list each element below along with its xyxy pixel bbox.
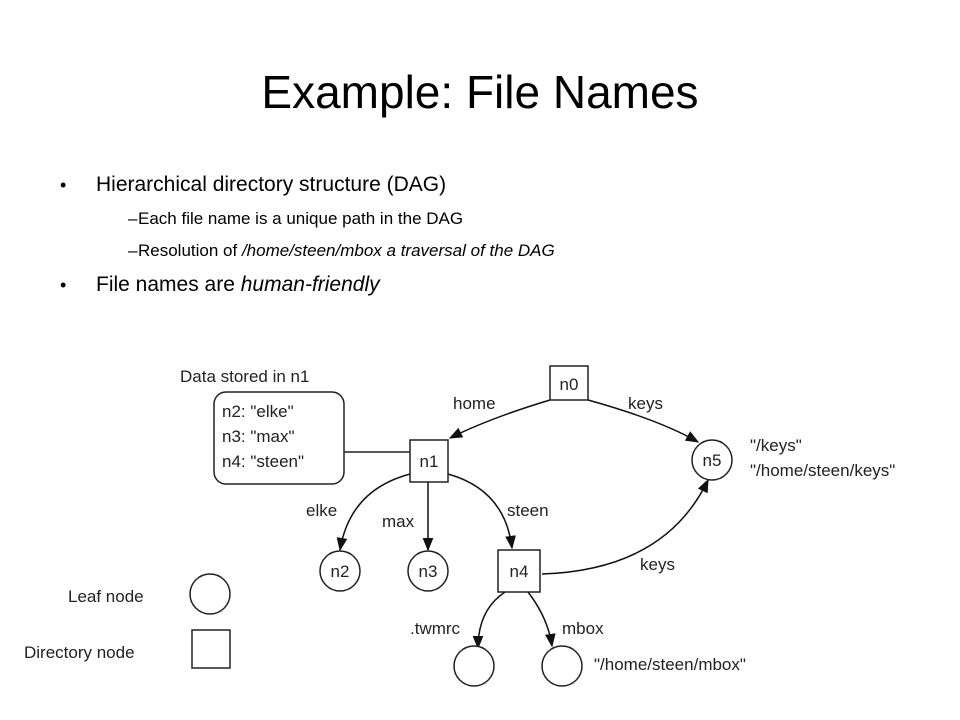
sub-bullet-text: Each file name is a unique path in the D… xyxy=(138,209,464,228)
node-n5 xyxy=(691,439,733,481)
legend-leaf-icon xyxy=(189,573,231,615)
node-n4 xyxy=(497,549,541,593)
node-n1-label: n1 xyxy=(420,452,439,471)
edge-label-mbox: mbox xyxy=(562,619,604,638)
data-box-line-n3: n3: "max" xyxy=(222,427,295,446)
node-n0-label: n0 xyxy=(560,375,579,394)
bullet-dot: • xyxy=(60,175,67,195)
bullet-text-plain: File names are xyxy=(96,273,241,296)
legend-directory-label: Directory node xyxy=(24,643,135,662)
bullet-text: File names are human-friendly xyxy=(96,270,380,300)
sub-bullet-text-plain: Resolution of xyxy=(138,241,242,260)
node-n5-label: n5 xyxy=(703,451,722,470)
node-n3-label: n3 xyxy=(419,562,438,581)
edge-label-steen: steen xyxy=(507,501,549,520)
edge-label-twmrc: .twmrc xyxy=(410,619,461,638)
node-n2 xyxy=(319,550,361,592)
data-box-title: Data stored in n1 xyxy=(180,367,309,386)
legend-leaf-label: Leaf node xyxy=(68,587,144,606)
node-n0 xyxy=(549,365,589,401)
edge-keys-bottom xyxy=(541,478,709,575)
edge-label-keys-bottom: keys xyxy=(640,555,675,574)
node-n1 xyxy=(409,439,449,483)
node-n2-label: n2 xyxy=(331,562,350,581)
data-box xyxy=(213,391,345,485)
edge-keys-top xyxy=(587,399,700,443)
sub-bullet-text-italic: /home/steen/mbox a traversal of the DAG xyxy=(241,241,555,260)
legend-directory-icon xyxy=(191,629,231,669)
slide-title: Example: File Names xyxy=(261,66,699,118)
sub-bullet-text: Resolution of /home/steen/mbox a travers… xyxy=(138,238,555,264)
edge-twmrc xyxy=(472,591,506,650)
node-twmrc-leaf xyxy=(453,645,495,687)
sub-bullet-dash: – xyxy=(128,241,138,260)
edge-home xyxy=(448,399,551,439)
node-n4-label: n4 xyxy=(510,562,529,581)
bullet-text: Hierarchical directory structure (DAG) xyxy=(96,173,447,196)
bullet-dot: • xyxy=(60,275,67,295)
node-mbox-leaf xyxy=(541,645,583,687)
edge-elke xyxy=(336,473,411,552)
bullet-text-italic: human-friendly xyxy=(240,273,380,296)
edge-label-elke: elke xyxy=(306,501,337,520)
data-box-line-n2: n2: "elke" xyxy=(222,402,294,421)
sub-bullet-dash: – xyxy=(128,209,138,228)
node-n3 xyxy=(407,550,449,592)
n5-path-home-steen-keys: "/home/steen/keys" xyxy=(750,461,895,480)
data-box-line-n4: n4: "steen" xyxy=(222,452,304,471)
mbox-path: "/home/steen/mbox" xyxy=(594,655,746,674)
edge-label-max: max xyxy=(382,512,415,531)
edge-label-keys-top: keys xyxy=(628,394,663,413)
edge-steen xyxy=(447,473,516,550)
edge-mbox xyxy=(527,591,556,648)
edge-label-home: home xyxy=(453,394,496,413)
n5-path-keys: "/keys" xyxy=(750,436,802,455)
